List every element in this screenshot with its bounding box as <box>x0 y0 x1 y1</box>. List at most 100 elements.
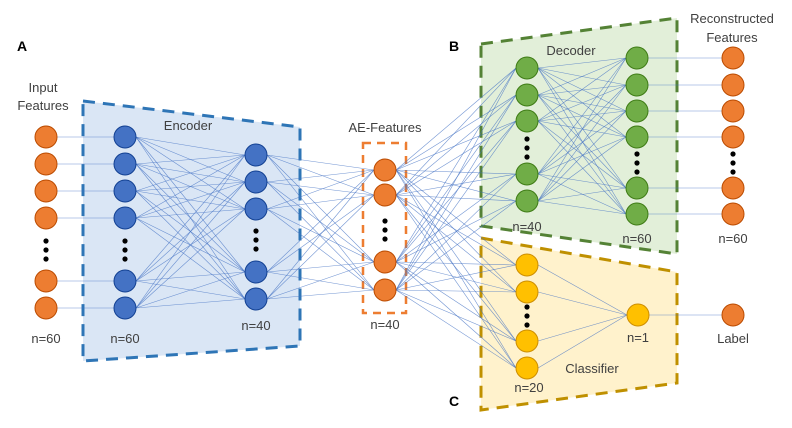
input-node <box>34 296 58 320</box>
connection-edge <box>395 264 517 291</box>
connection-edge <box>135 271 246 309</box>
connection-edge <box>135 136 246 156</box>
reconstructed-ellipsis-dot <box>730 169 736 175</box>
connection-edge <box>266 169 375 183</box>
connection-edge <box>537 136 627 175</box>
decoder-2-node <box>625 99 649 123</box>
connection-edge <box>266 154 375 196</box>
input-ellipsis-dot <box>43 247 49 253</box>
connection-edge <box>266 169 375 210</box>
connection-edge <box>537 84 627 122</box>
decoder-2-node <box>625 125 649 149</box>
connection-edge <box>537 173 627 189</box>
connection-edge <box>537 67 627 138</box>
connection-edge <box>135 154 246 219</box>
connection-edge <box>395 261 517 293</box>
reconstructed-node <box>721 46 745 70</box>
reconstructed-features-label-line2: Features <box>706 30 758 45</box>
input-ellipsis-dot <box>43 256 49 262</box>
connection-edge <box>395 194 517 293</box>
decoder-2-ellipsis-dot <box>634 160 640 166</box>
connection-edge <box>266 261 375 273</box>
decoder-layer2-size: n=60 <box>622 231 651 246</box>
ae-feature-node <box>373 183 397 207</box>
connection-edge <box>395 169 517 342</box>
encoder-1-ellipsis-dot <box>122 238 128 244</box>
encoder-2-node <box>244 143 268 167</box>
reconstructed-node <box>721 99 745 123</box>
input-features-label-line2: Features <box>17 98 69 113</box>
connection-edge <box>395 194 517 369</box>
connection-edge <box>395 173 517 291</box>
input-ellipsis-dot <box>43 238 49 244</box>
connection-edge <box>395 173 517 263</box>
ae-feature-node <box>373 250 397 274</box>
reconstructed-ellipsis-dot <box>730 160 736 166</box>
encoder-layer2-size: n=40 <box>241 318 270 333</box>
connection-edge <box>537 120 627 189</box>
decoder-1-node <box>515 83 539 107</box>
connection-edge <box>266 181 375 196</box>
connection-edge <box>395 67 517 263</box>
decoder-1-ellipsis-dot <box>524 136 530 142</box>
classifier-1-ellipsis-dot <box>524 304 530 310</box>
connection-edge <box>537 84 627 96</box>
input-node <box>34 206 58 230</box>
classifier-1-node <box>515 253 539 277</box>
decoder-1-node <box>515 109 539 133</box>
connection-edge <box>395 289 517 369</box>
panel-letter-a: A <box>17 38 27 54</box>
ae-feature-node <box>373 278 397 302</box>
connection-edge <box>266 154 375 171</box>
connection-edge <box>395 200 517 263</box>
ae-features-box <box>361 141 408 315</box>
connection-edge <box>537 57 627 122</box>
connection-edge <box>135 136 246 273</box>
decoder-2-ellipsis-dot <box>634 169 640 175</box>
output-label: Label <box>717 331 749 346</box>
connection-edge <box>266 154 375 291</box>
connection-edge <box>266 181 375 263</box>
connection-edge <box>395 173 517 196</box>
ae-layer-size: n=40 <box>370 317 399 332</box>
connection-edge <box>537 120 627 215</box>
encoder-2-ellipsis-dot <box>253 228 259 234</box>
classifier-1-node <box>515 329 539 353</box>
connection-edge <box>537 264 628 316</box>
connection-edge <box>266 194 375 300</box>
decoder-1-ellipsis-dot <box>524 154 530 160</box>
encoder-1-node <box>113 125 137 149</box>
connection-edge <box>395 67 517 171</box>
label-node <box>721 303 745 327</box>
connection-edge <box>537 173 627 215</box>
ae-feature-node <box>373 158 397 182</box>
encoder-1-node <box>113 179 137 203</box>
connection-edge <box>135 181 246 309</box>
input-features-label-line1: Input <box>29 80 58 95</box>
connection-edge <box>537 136 627 202</box>
classifier-1-node <box>515 280 539 304</box>
connection-edge <box>395 261 517 266</box>
input-node <box>34 179 58 203</box>
connection-edge <box>266 154 375 263</box>
connection-edge <box>135 154 246 309</box>
encoder-1-ellipsis-dot <box>122 256 128 262</box>
encoder-2-ellipsis-dot <box>253 237 259 243</box>
connection-edge <box>395 94 517 196</box>
edges <box>57 57 722 369</box>
connection-edge <box>266 194 375 210</box>
reconstructed-layer-size: n=60 <box>718 231 747 246</box>
reconstructed-features-label-line1: Reconstructed <box>690 11 774 26</box>
input-node <box>34 125 58 149</box>
encoder-2-node <box>244 287 268 311</box>
connection-edge <box>135 208 246 309</box>
connection-edge <box>266 261 375 300</box>
classifier-1-ellipsis-dot <box>524 313 530 319</box>
encoder-label: Encoder <box>164 118 213 133</box>
classifier-layer1-size: n=20 <box>514 380 543 395</box>
decoder-2-ellipsis-dot <box>634 151 640 157</box>
classifier-label: Classifier <box>565 361 619 376</box>
connection-edge <box>537 110 627 202</box>
connection-edge <box>266 181 375 291</box>
decoder-2-node <box>625 176 649 200</box>
